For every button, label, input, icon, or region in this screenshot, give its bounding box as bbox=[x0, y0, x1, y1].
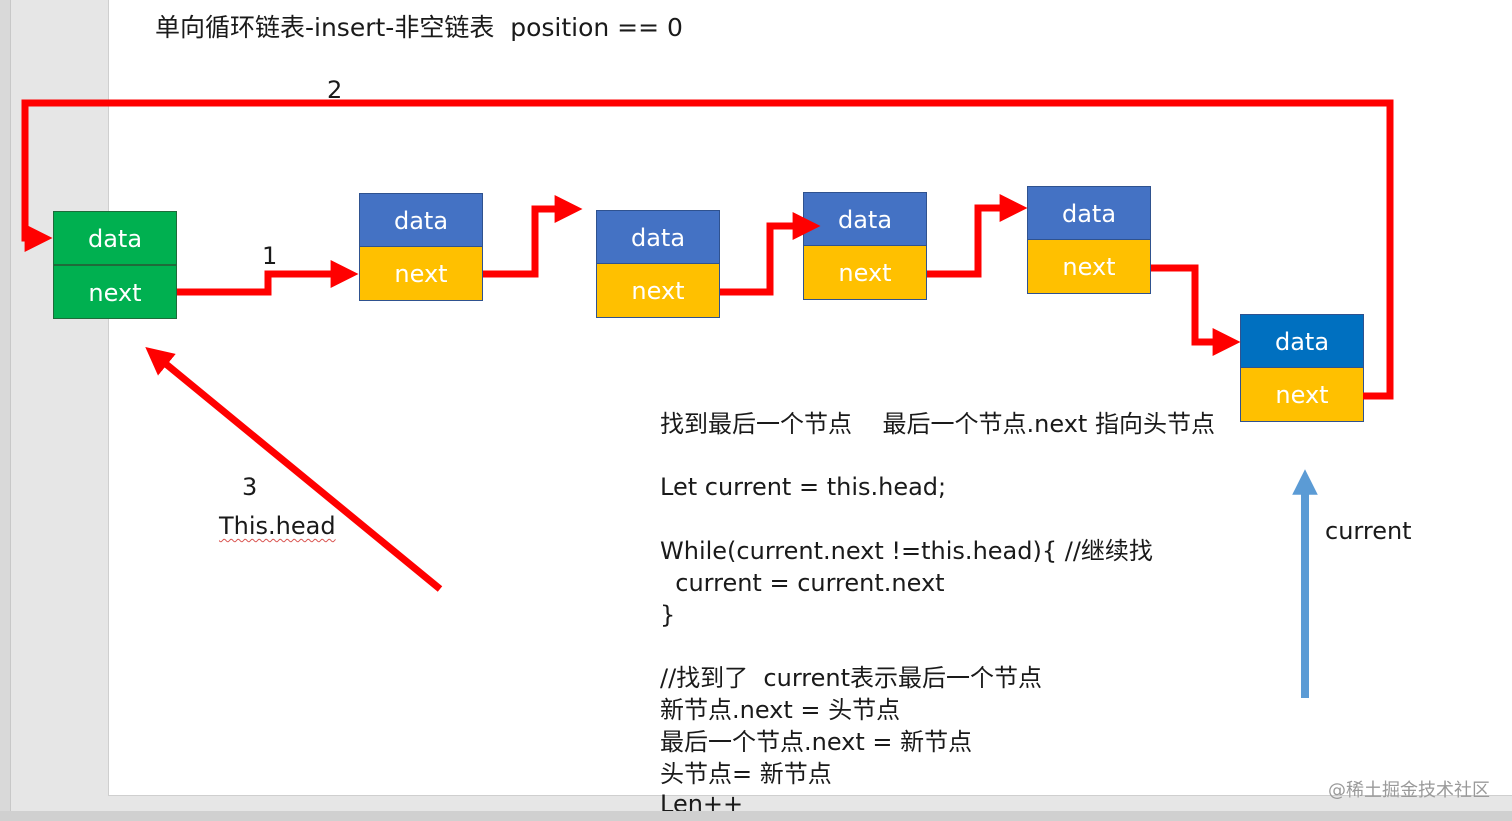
code-line-1: 找到最后一个节点 最后一个节点.next 指向头节点 bbox=[660, 410, 1215, 438]
arrow-step-1 bbox=[177, 260, 359, 296]
node-new-head: data next bbox=[53, 211, 177, 319]
code-line-3: While(current.next !=this.head){ //继续找 bbox=[660, 537, 1153, 565]
arrow-step-2-loop bbox=[21, 99, 1394, 400]
node-data-cell: data bbox=[596, 210, 720, 264]
label-current: current bbox=[1325, 517, 1412, 545]
code-line-4: current = current.next bbox=[660, 569, 945, 597]
node-4: data next bbox=[803, 192, 927, 300]
arrow-node3-to-node4 bbox=[720, 212, 821, 296]
code-line-5: } bbox=[660, 601, 676, 629]
arrow-step-3-this-head bbox=[145, 347, 443, 592]
node-data-cell: data bbox=[803, 192, 927, 246]
node-2: data next bbox=[359, 193, 483, 301]
label-step-3: 3 bbox=[242, 473, 258, 501]
label-step-1: 1 bbox=[262, 242, 278, 270]
node-last: data next bbox=[1240, 314, 1364, 422]
node-data-cell: data bbox=[359, 193, 483, 247]
arrow-node2-to-node3 bbox=[483, 195, 583, 278]
code-line-6: //找到了 current表示最后一个节点 bbox=[660, 664, 1043, 692]
node-data-cell: data bbox=[1240, 314, 1364, 368]
slide-title: 单向循环链表-insert-非空链表 position == 0 bbox=[155, 13, 683, 42]
code-line-7: 新节点.next = 头节点 bbox=[660, 696, 901, 724]
code-line-9: 头节点= 新节点 bbox=[660, 760, 832, 788]
watermark: @稀土掘金技术社区 bbox=[1328, 780, 1490, 801]
node-data-cell: data bbox=[53, 211, 177, 265]
label-this-head: This.head bbox=[219, 512, 336, 540]
window-bottom-bar bbox=[0, 811, 1512, 821]
code-line-2: Let current = this.head; bbox=[660, 473, 947, 501]
node-next-cell: next bbox=[1027, 240, 1151, 294]
node-3: data next bbox=[596, 210, 720, 318]
node-next-cell: next bbox=[596, 264, 720, 318]
code-line-8: 最后一个节点.next = 新节点 bbox=[660, 728, 973, 756]
arrow-node5-to-last bbox=[1151, 264, 1241, 356]
label-step-2: 2 bbox=[327, 76, 343, 104]
node-next-cell: next bbox=[53, 265, 177, 319]
arrow-node4-to-node5 bbox=[927, 194, 1028, 278]
node-next-cell: next bbox=[359, 247, 483, 301]
window-left-edge bbox=[0, 0, 11, 821]
node-next-cell: next bbox=[1240, 368, 1364, 422]
node-5: data next bbox=[1027, 186, 1151, 294]
node-next-cell: next bbox=[803, 246, 927, 300]
